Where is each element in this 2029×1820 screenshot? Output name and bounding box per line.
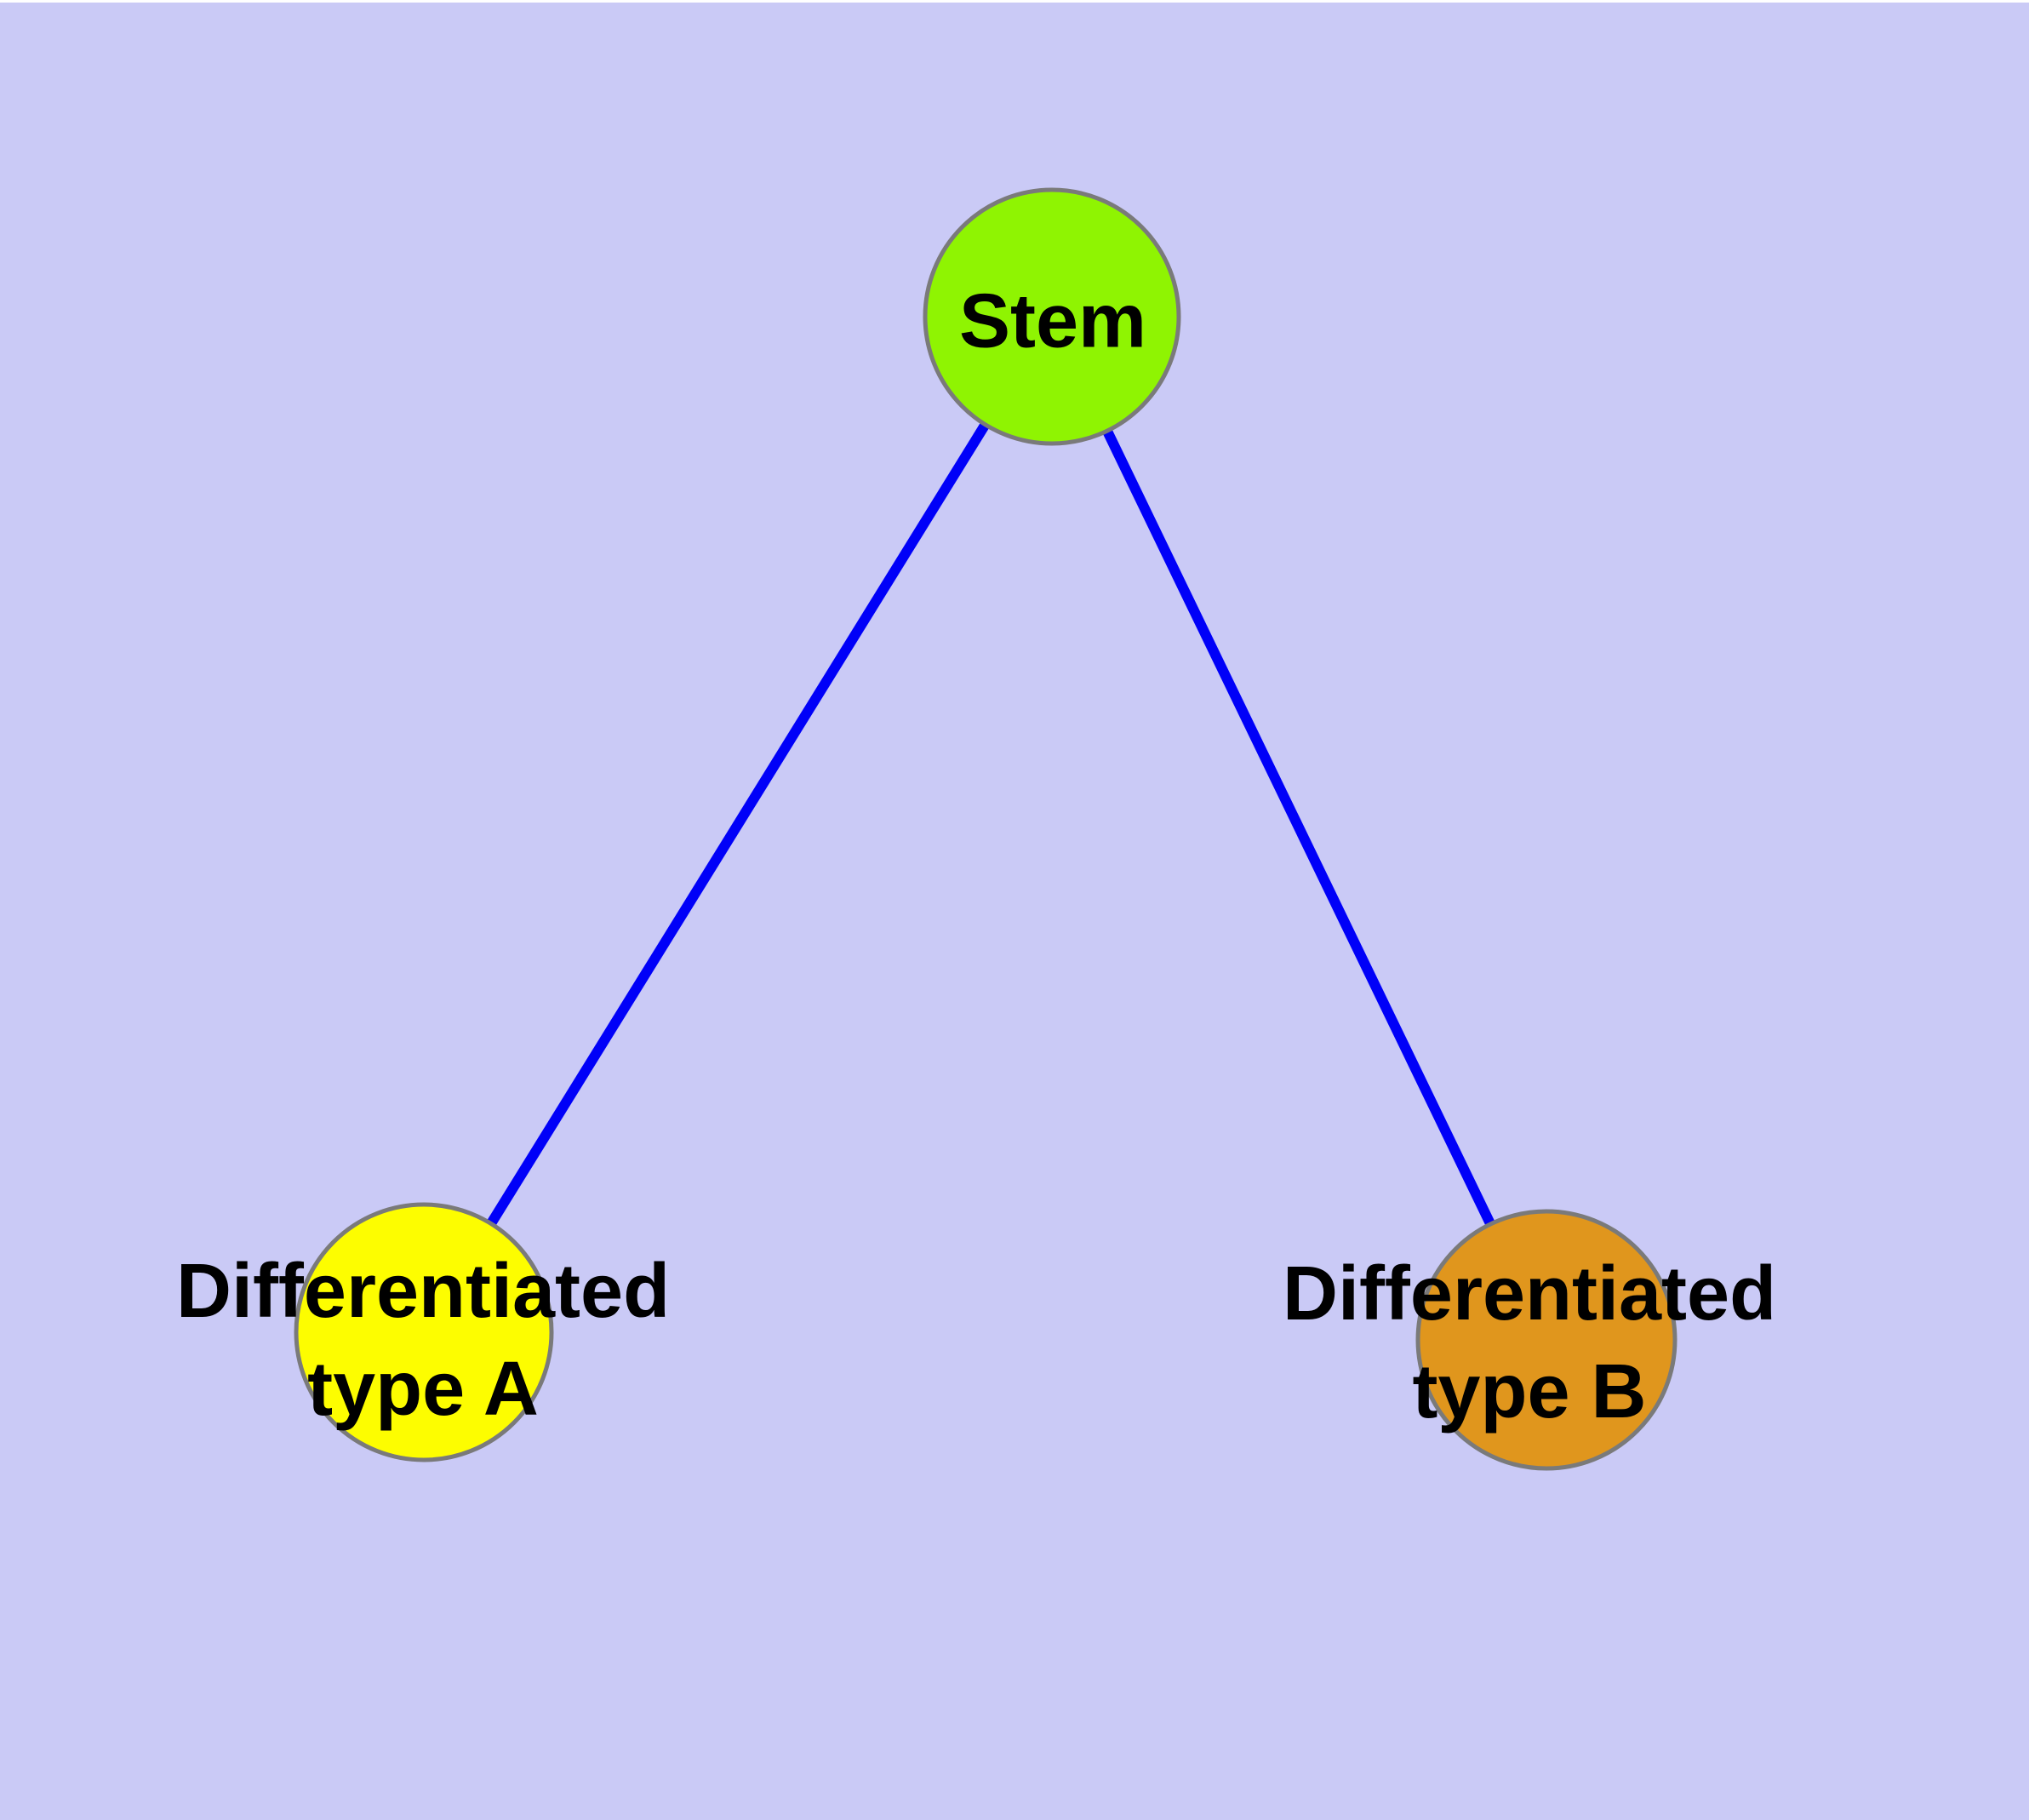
label-line-1: Differentiated bbox=[175, 1249, 671, 1334]
node-differentiated-type-b bbox=[1415, 1209, 1677, 1471]
node-stem-label: Stem bbox=[958, 278, 1147, 364]
edge-stem-to-type-a bbox=[419, 313, 1057, 1336]
node-differentiated-type-a bbox=[294, 1202, 554, 1462]
label-line-2: type B bbox=[1412, 1349, 1647, 1434]
node-differentiated-type-b-label: Differentiated type B bbox=[1283, 1245, 1776, 1441]
label-line-1: Differentiated bbox=[1282, 1251, 1777, 1336]
node-differentiated-type-a-label: Differentiated type A bbox=[176, 1243, 670, 1439]
node-stem bbox=[923, 187, 1181, 446]
edge-stem-to-type-b bbox=[1047, 314, 1552, 1342]
label-line-2: type A bbox=[307, 1347, 539, 1432]
top-edge-sliver bbox=[0, 0, 2029, 3]
